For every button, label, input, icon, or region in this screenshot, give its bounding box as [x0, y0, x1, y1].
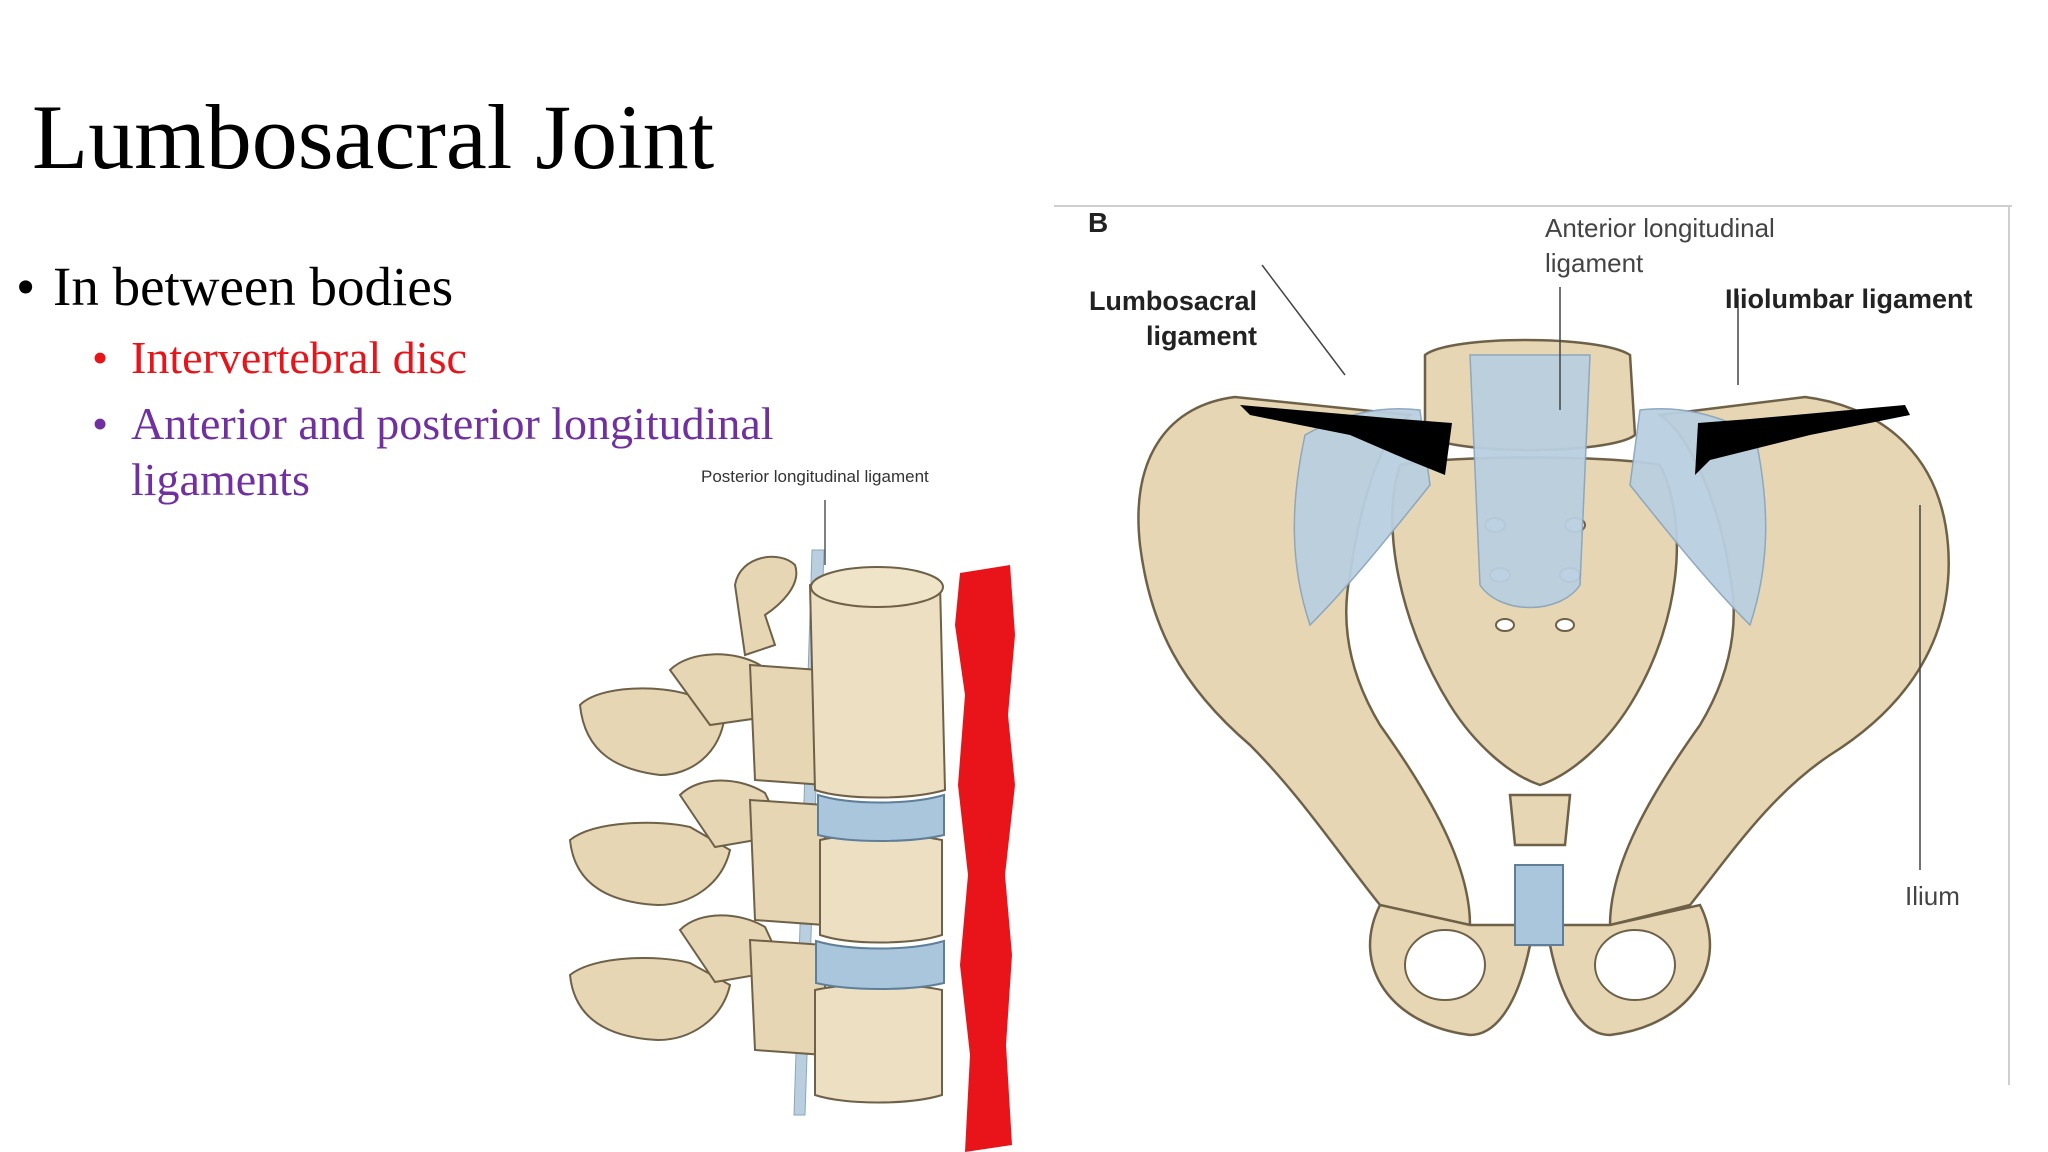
coccyx — [1508, 793, 1572, 847]
right-iliolumbar-ligament-fan — [1629, 407, 1767, 627]
spine-illustration — [568, 500, 1015, 1152]
iliolumbar-ligament-label: Iliolumbar ligament — [1725, 284, 1973, 314]
vertebral-body — [814, 983, 943, 1104]
highlighted-ligament — [955, 565, 1015, 1152]
intervertebral-disc — [815, 939, 945, 990]
pedicle — [748, 798, 826, 927]
sub-bullet-longitudinal-line2: ligaments — [131, 454, 310, 505]
panel-letter: B — [1088, 207, 1109, 238]
spinous-process — [568, 957, 732, 1042]
figure-frame-top — [1054, 205, 2012, 207]
sub-bullet-dot: • — [92, 332, 109, 383]
anterior-longitudinal-ligament — [1469, 354, 1591, 609]
sacral-foramen — [1555, 618, 1575, 632]
vertebral-body-endplate — [810, 566, 944, 608]
pubic-symphysis — [1514, 864, 1564, 946]
superior-articular-process — [733, 555, 798, 657]
vertebral-body — [819, 833, 943, 944]
obturator-foramen — [1594, 929, 1676, 1001]
right-highlight-band — [1695, 405, 1910, 475]
sacral-foramen — [1495, 618, 1515, 632]
bullet-item: • In between bodies — [16, 252, 453, 322]
spinous-process — [568, 821, 732, 907]
anterior-ligament-label-line2: ligament — [1545, 248, 1644, 278]
bullet-dot: • — [16, 256, 36, 317]
sub-bullet-intervertebral: Intervertebral disc — [131, 332, 467, 383]
left-highlight-band — [1240, 405, 1452, 475]
anterior-ligament-label: Anterior longitudinal ligament — [1545, 211, 1775, 281]
bullet-text: In between bodies — [53, 256, 454, 317]
left-lumbosacral-ligament-fan — [1293, 407, 1431, 627]
lumbosacral-label-line1: Lumbosacral — [1088, 286, 1257, 316]
pedicle — [748, 938, 826, 1057]
anterior-ligament-label-line1: Anterior longitudinal — [1545, 213, 1775, 243]
intervertebral-disc — [817, 793, 945, 842]
sub-bullet-longitudinal-line1: Anterior and posterior longitudinal — [131, 398, 774, 449]
ilium-label: Ilium — [1905, 881, 1960, 911]
lumbosacral-ligament-label: Lumbosacral ligament — [1072, 284, 1257, 354]
pelvis-illustration — [1137, 264, 1950, 1037]
pointer-lumbosacral — [1261, 264, 1346, 376]
obturator-foramen — [1404, 929, 1486, 1001]
sacrum — [1391, 456, 1679, 787]
posterior-ligament-label: Posterior longitudinal ligament — [701, 467, 929, 486]
sub-bullet-dot: • — [92, 398, 109, 449]
spinous-process — [578, 687, 727, 777]
lumbosacral-label-line2: ligament — [1145, 321, 1257, 351]
slide-title: Lumbosacral Joint — [32, 86, 715, 188]
figure-frame-right — [2008, 205, 2010, 1085]
